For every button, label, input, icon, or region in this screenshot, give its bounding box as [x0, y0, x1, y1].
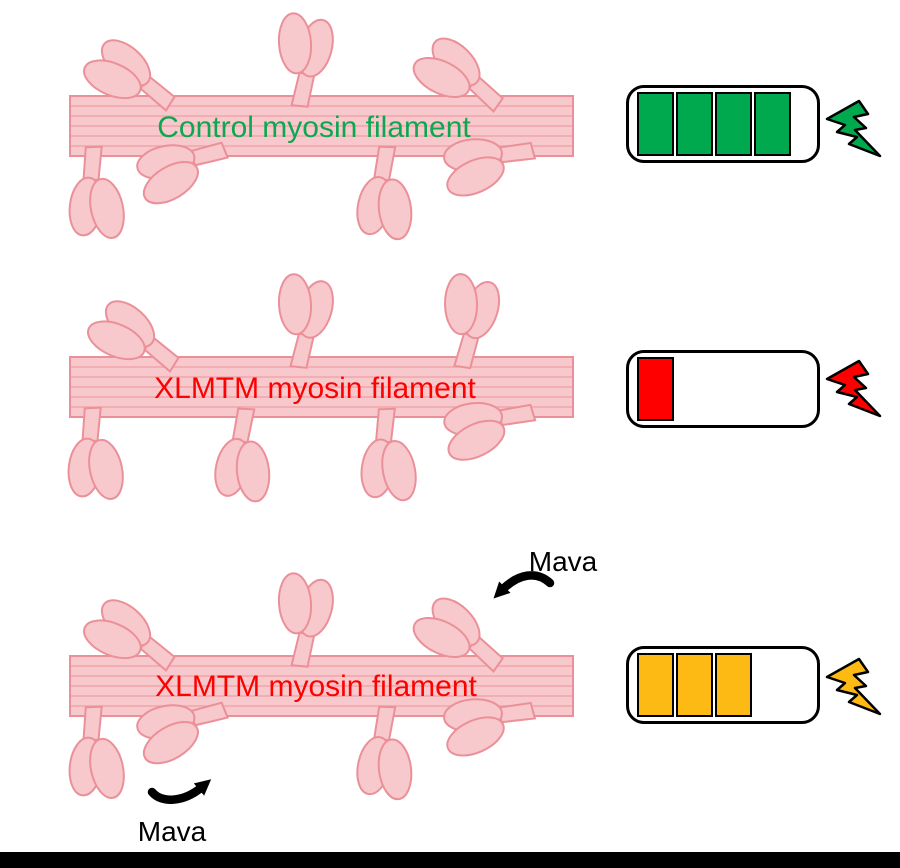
lightning-bolt-icon — [825, 657, 882, 716]
battery-segment — [637, 357, 674, 421]
filament-label-control: Control myosin filament — [157, 111, 471, 144]
battery-segment — [676, 92, 713, 156]
lightning-bolt-icon — [825, 99, 882, 158]
row-xlmtm-mava-filament: XLMTM myosin filament — [60, 568, 574, 804]
myosin-head-pair — [59, 405, 130, 505]
mava-arrow-top — [493, 571, 555, 599]
battery-segment — [676, 653, 713, 717]
filament-label-xlmtm-mava: XLMTM myosin filament — [155, 670, 477, 703]
filament-label-xlmtm: XLMTM myosin filament — [154, 372, 476, 405]
battery-segment — [715, 92, 752, 156]
bottom-black-bar — [0, 852, 900, 868]
lightning-bolt — [825, 99, 882, 158]
myosin-head-pair — [268, 8, 341, 110]
mava-arrow-bottom — [147, 779, 212, 804]
row-xlmtm-filament: XLMTM myosin filament — [59, 268, 574, 506]
mava-label-bottom: Mava — [138, 816, 207, 847]
battery-segment — [754, 92, 791, 156]
myosin-head-pair — [351, 144, 419, 244]
mava-label-top: Mava — [529, 546, 598, 577]
battery-indicator-control — [626, 85, 820, 163]
myosin-head-pair — [208, 406, 278, 506]
myosin-head-pair — [60, 144, 131, 244]
filament-stripes — [70, 366, 573, 408]
myosin-head-pair — [351, 704, 419, 804]
battery-segment — [715, 653, 752, 717]
filament-stripes — [70, 105, 573, 147]
battery-segment — [637, 653, 674, 717]
battery-segment — [637, 92, 674, 156]
lightning-bolt — [825, 657, 882, 716]
myosin-head-pair — [267, 269, 341, 372]
battery-indicator-xlmtm-mava — [626, 646, 820, 724]
row-control-filament: Control myosin filament — [60, 8, 574, 244]
filament-stripes — [70, 665, 573, 707]
myosin-head-pair — [60, 704, 131, 804]
battery-indicator-xlmtm — [626, 350, 820, 428]
myosin-head-pair — [268, 568, 341, 670]
lightning-bolt — [825, 359, 882, 418]
lightning-bolt-icon — [825, 359, 882, 418]
myosin-head-pair — [354, 406, 422, 506]
